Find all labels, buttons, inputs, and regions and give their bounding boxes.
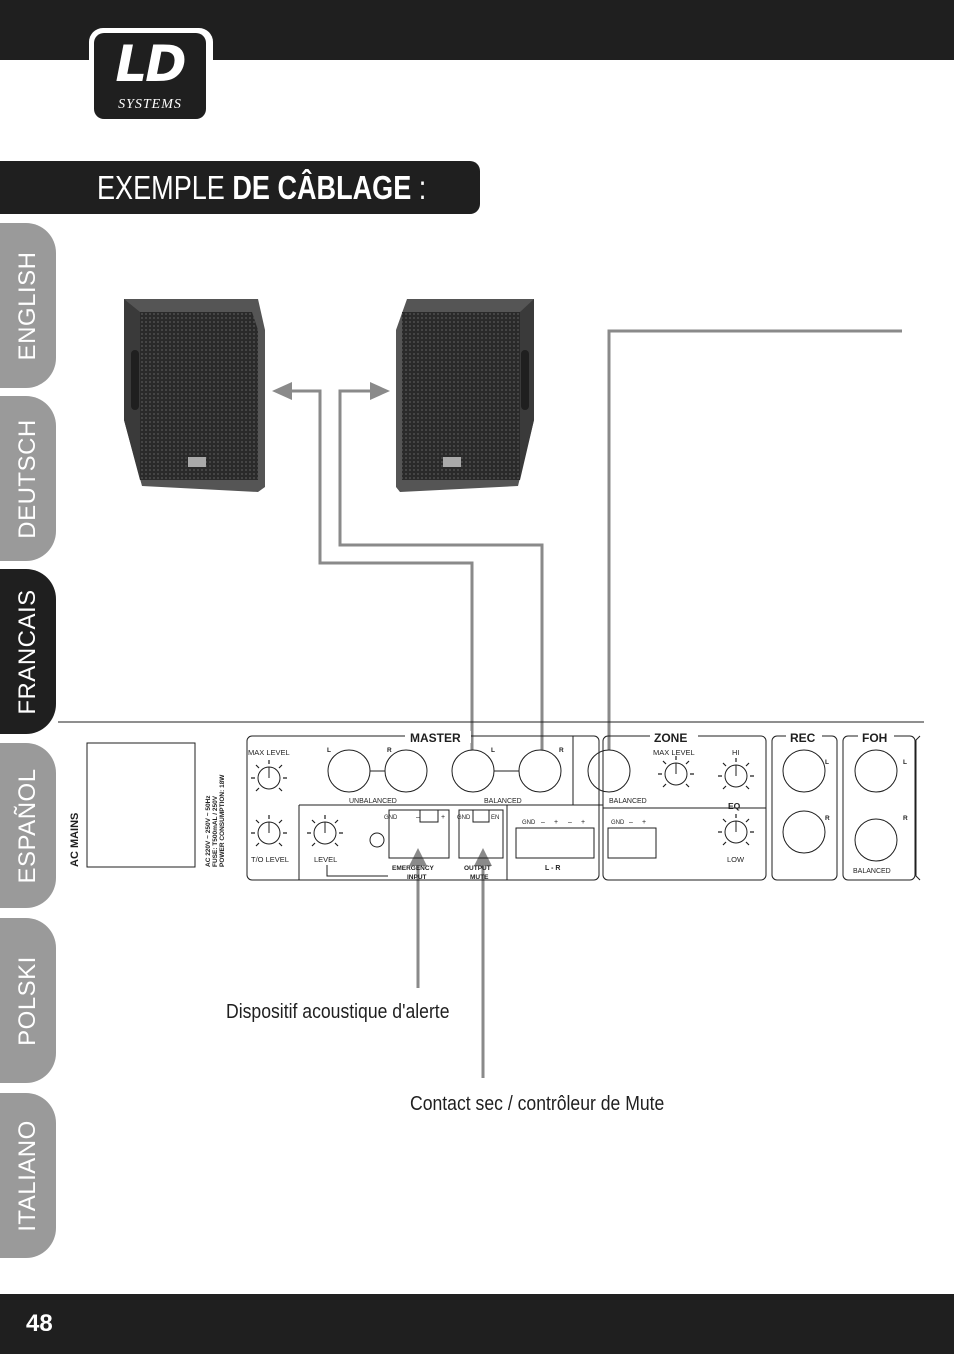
eq-low-label: LOW (727, 855, 745, 864)
page-number: 48 (26, 1310, 53, 1337)
alert-device-caption: Dispositif acoustique d'alerte (226, 1001, 450, 1023)
svg-text:GND: GND (457, 815, 471, 821)
to-level-knob (257, 821, 281, 845)
svg-text:GND: GND (611, 820, 625, 826)
to-level-label: T/O LEVEL (251, 855, 289, 864)
level-led (369, 832, 385, 848)
svg-text:+: + (554, 819, 558, 826)
rec-r-jack (782, 810, 826, 854)
svg-text:L: L (491, 747, 495, 754)
eq-label: EQ (728, 801, 741, 811)
svg-text:–: – (568, 819, 572, 826)
emergency-input-label: EMERGENCY (392, 865, 435, 872)
cable-arrows (272, 382, 492, 866)
zone-balanced-label: BALANCED (609, 798, 647, 805)
ld-systems-logo: LD SYSTEMS (89, 28, 213, 126)
svg-text:L: L (903, 759, 907, 766)
spec-line-2: FUSE: T500mAL / 250V (212, 795, 219, 867)
lr-label: L - R (545, 865, 560, 872)
spec-line-3: POWER CONSUMPTION: 18W (219, 774, 226, 867)
tab-francais[interactable]: FRANCAIS (0, 569, 56, 734)
speaker-right (396, 299, 534, 492)
zone-max-level-label: MAX LEVEL (653, 748, 695, 757)
zone-max-level-knob (664, 762, 688, 786)
svg-text:R: R (825, 815, 830, 822)
lr-terminal (515, 827, 595, 859)
emergency-input-terminal (388, 809, 450, 859)
tab-deutsch[interactable]: DEUTSCH (0, 396, 56, 561)
ac-mains-label: AC MAINS (69, 813, 81, 867)
zone-terminal (607, 827, 657, 859)
output-mute-terminal (458, 809, 504, 859)
svg-text:R: R (387, 747, 392, 754)
spec-line-1: AC 220V ~ 250V ~ 50Hz (205, 795, 212, 867)
max-level-knob (257, 766, 281, 790)
rec-l-jack (782, 749, 826, 793)
bottom-bar: 48 (0, 1294, 954, 1354)
unbalanced-r-jack (384, 749, 428, 793)
foh-section-label: FOH (862, 731, 887, 745)
svg-text:–: – (416, 814, 420, 821)
unbalanced-label: UNBALANCED (349, 798, 397, 805)
svg-text:GND: GND (522, 820, 536, 826)
foh-l-jack (854, 749, 898, 793)
zone-section-label: ZONE (654, 731, 687, 745)
svg-text:R: R (559, 747, 564, 754)
balanced-r-jack (518, 749, 562, 793)
tab-polski[interactable]: POLSKI (0, 918, 56, 1083)
svg-text:–: – (541, 819, 545, 826)
max-level-label: MAX LEVEL (248, 748, 290, 757)
tab-italiano[interactable]: ITALIANO (0, 1093, 56, 1258)
tab-english[interactable]: ENGLISH (0, 223, 56, 388)
eq-low-knob (724, 820, 748, 844)
svg-text:INPUT: INPUT (407, 874, 427, 881)
rear-panel (58, 721, 924, 881)
svg-text:EN: EN (491, 815, 499, 821)
speaker-cables (290, 329, 902, 1078)
zone-balanced-jack (587, 749, 631, 793)
level-label: LEVEL (314, 855, 337, 864)
mute-controller-caption: Contact sec / contrôleur de Mute (410, 1093, 665, 1115)
speaker-left (124, 299, 265, 492)
foh-balanced-label: BALANCED (853, 868, 891, 875)
eq-hi-knob (724, 764, 748, 788)
svg-text:–: – (629, 819, 633, 826)
svg-text:MUTE: MUTE (470, 874, 489, 881)
section-title-bar: EXEMPLE DE CÂBLAGE : (0, 161, 480, 214)
svg-text:L: L (327, 747, 331, 754)
logo-subtext: SYSTEMS (118, 97, 182, 112)
balanced-l-jack (451, 749, 495, 793)
balanced-label: BALANCED (484, 798, 522, 805)
unbalanced-l-jack (327, 749, 371, 793)
svg-text:+: + (441, 814, 445, 821)
svg-text:+: + (642, 819, 646, 826)
tab-espanol[interactable]: ESPAÑOL (0, 743, 56, 908)
svg-text:GND: GND (384, 815, 398, 821)
svg-text:R: R (903, 815, 908, 822)
svg-text:+: + (581, 819, 585, 826)
page-title: EXEMPLE DE CÂBLAGE : (97, 169, 427, 206)
rec-section-label: REC (790, 731, 816, 745)
level-knob (313, 821, 337, 845)
svg-text:L: L (825, 759, 829, 766)
foh-r-jack (854, 818, 898, 862)
output-mute-label: OUTPUT (464, 865, 491, 872)
eq-hi-label: HI (732, 748, 740, 757)
master-section-label: MASTER (410, 731, 461, 745)
logo-text: LD (115, 35, 186, 93)
